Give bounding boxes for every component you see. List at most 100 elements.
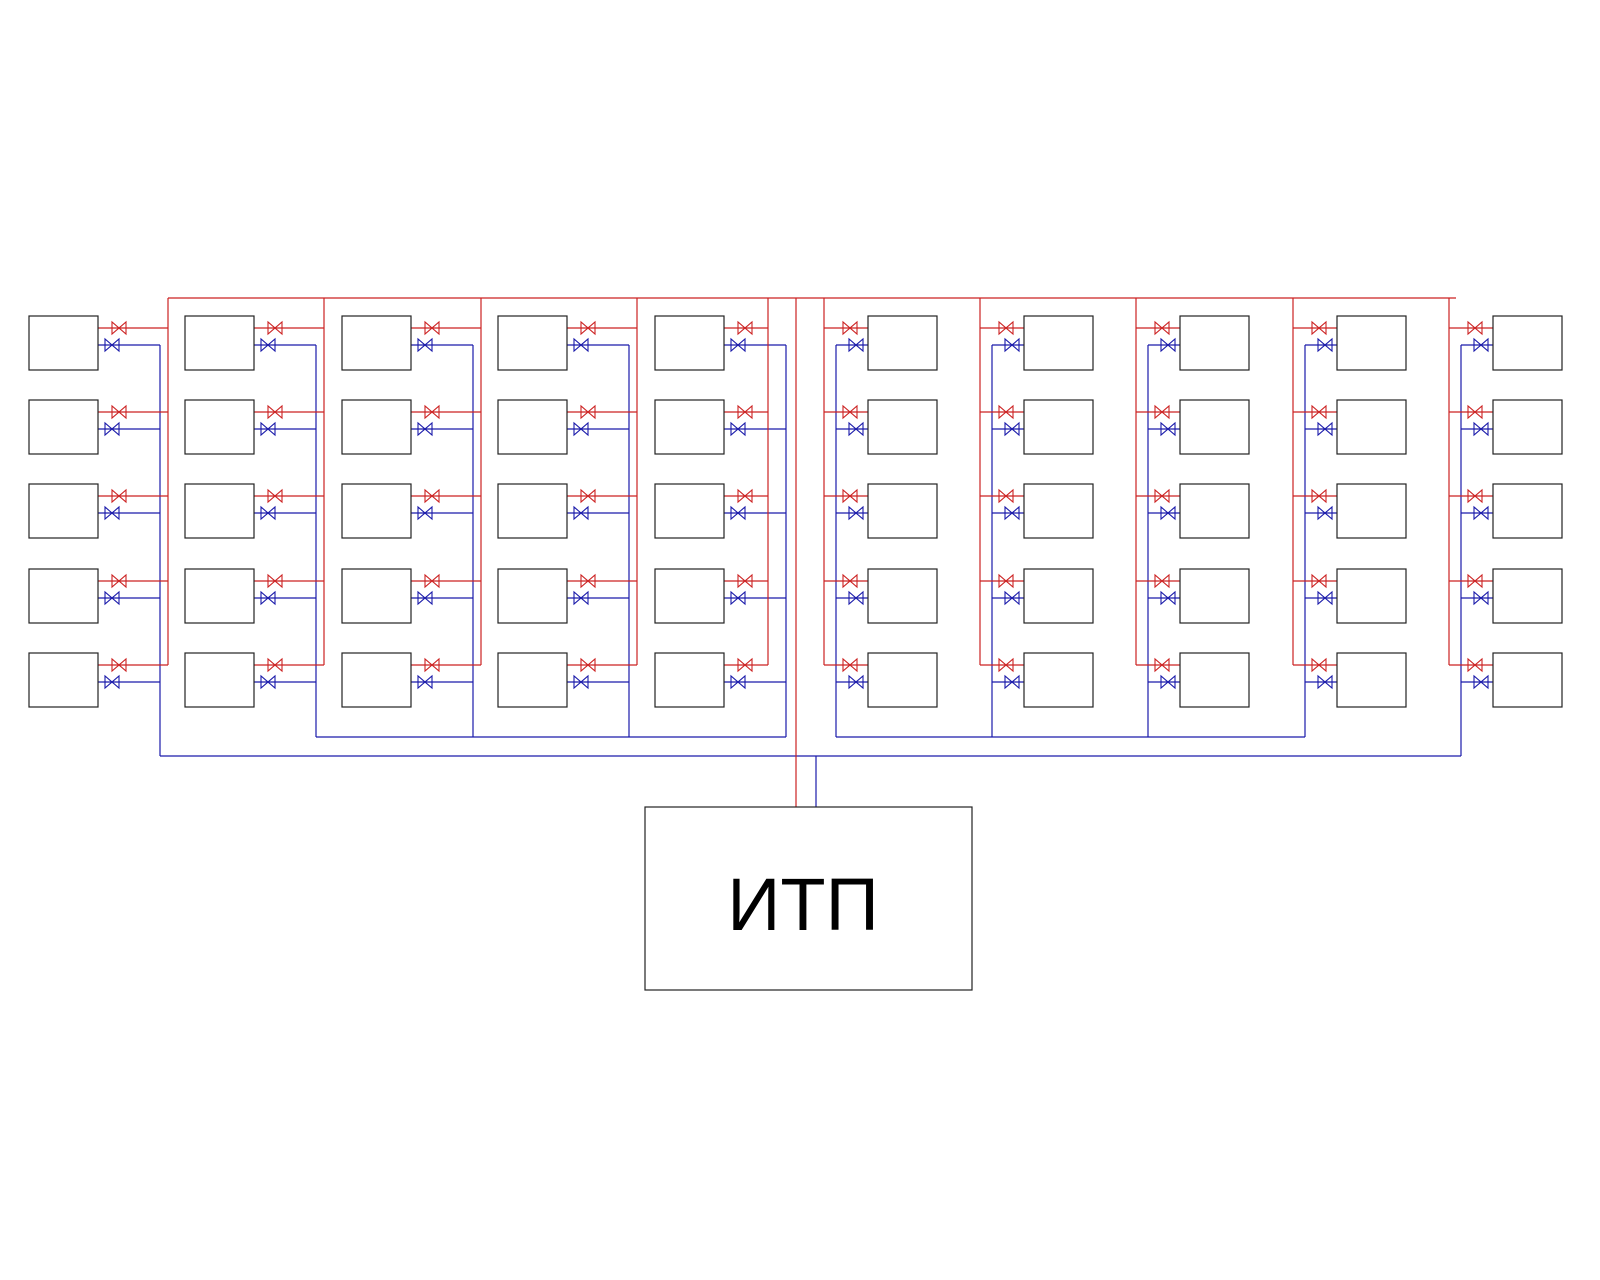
radiator — [1023, 652, 1094, 708]
radiator — [1336, 399, 1407, 455]
supply-pipes — [98, 297, 1493, 807]
supply-valve-icon — [1467, 488, 1483, 504]
supply-valve-icon — [842, 657, 858, 673]
radiator — [341, 652, 412, 708]
return-valve-icon — [260, 337, 276, 353]
radiator — [28, 483, 99, 539]
return-valve-icon — [1004, 590, 1020, 606]
return-valve-icon — [848, 337, 864, 353]
radiator — [341, 399, 412, 455]
supply-valve-icon — [1154, 488, 1170, 504]
return-valve-icon — [1160, 674, 1176, 690]
supply-valve-icon — [737, 488, 753, 504]
supply-valve-icon — [580, 657, 596, 673]
supply-valve-icon — [267, 657, 283, 673]
radiator — [654, 399, 725, 455]
radiator — [1336, 568, 1407, 624]
radiator — [654, 652, 725, 708]
supply-valve-icon — [1467, 320, 1483, 336]
itp-box — [644, 806, 973, 991]
supply-valve-icon — [998, 488, 1014, 504]
radiator — [1023, 399, 1094, 455]
supply-valve-icon — [424, 404, 440, 420]
return-valve-icon — [417, 505, 433, 521]
radiator — [497, 399, 568, 455]
supply-valve-icon — [998, 657, 1014, 673]
radiator — [1179, 568, 1250, 624]
return-valve-icon — [260, 505, 276, 521]
radiator — [1492, 652, 1563, 708]
supply-valve-icon — [424, 657, 440, 673]
supply-valve-icon — [1467, 573, 1483, 589]
supply-valve-icon — [998, 404, 1014, 420]
radiator — [1179, 315, 1250, 371]
radiator — [1336, 652, 1407, 708]
return-valve-icon — [730, 674, 746, 690]
return-valve-icon — [848, 421, 864, 437]
radiator — [867, 483, 938, 539]
supply-valve-icon — [737, 320, 753, 336]
return-valve-icon — [1160, 337, 1176, 353]
radiator — [184, 568, 255, 624]
radiator — [867, 399, 938, 455]
supply-valve-icon — [1467, 657, 1483, 673]
supply-valve-icon — [580, 404, 596, 420]
radiator — [341, 568, 412, 624]
supply-valve-icon — [111, 573, 127, 589]
radiator — [867, 652, 938, 708]
radiator — [28, 315, 99, 371]
radiator — [1336, 315, 1407, 371]
return-valve-icon — [1160, 590, 1176, 606]
radiator — [28, 399, 99, 455]
radiator — [867, 568, 938, 624]
supply-valve-icon — [1154, 657, 1170, 673]
return-valve-icon — [573, 337, 589, 353]
supply-valve-icon — [842, 320, 858, 336]
radiator — [1179, 399, 1250, 455]
return-valve-icon — [848, 590, 864, 606]
supply-valve-icon — [580, 320, 596, 336]
radiator — [1023, 568, 1094, 624]
return-valve-icon — [573, 674, 589, 690]
radiator — [654, 483, 725, 539]
return-valve-icon — [1160, 505, 1176, 521]
supply-valve-icon — [424, 488, 440, 504]
supply-valve-icon — [842, 404, 858, 420]
valves — [104, 320, 1489, 690]
return-valve-icon — [1473, 421, 1489, 437]
return-valve-icon — [417, 337, 433, 353]
return-valve-icon — [417, 590, 433, 606]
supply-valve-icon — [580, 488, 596, 504]
return-valve-icon — [104, 590, 120, 606]
radiator — [1492, 483, 1563, 539]
radiator — [1336, 483, 1407, 539]
supply-valve-icon — [111, 320, 127, 336]
return-valve-icon — [104, 421, 120, 437]
return-valve-icon — [104, 505, 120, 521]
return-valve-icon — [1160, 421, 1176, 437]
return-valve-icon — [730, 337, 746, 353]
supply-valve-icon — [424, 573, 440, 589]
return-valve-icon — [730, 590, 746, 606]
supply-valve-icon — [842, 573, 858, 589]
supply-valve-icon — [737, 573, 753, 589]
supply-valve-icon — [424, 320, 440, 336]
supply-valve-icon — [267, 488, 283, 504]
radiator — [1179, 483, 1250, 539]
return-valve-icon — [1317, 505, 1333, 521]
supply-valve-icon — [111, 657, 127, 673]
return-valve-icon — [104, 674, 120, 690]
return-valve-icon — [1004, 505, 1020, 521]
radiator — [497, 483, 568, 539]
itp-unit: ИТП — [644, 806, 973, 991]
radiator — [28, 652, 99, 708]
radiator — [184, 315, 255, 371]
return-valve-icon — [573, 505, 589, 521]
radiator — [654, 315, 725, 371]
supply-valve-icon — [842, 488, 858, 504]
return-valve-icon — [1004, 421, 1020, 437]
supply-valve-icon — [111, 404, 127, 420]
radiator — [184, 483, 255, 539]
return-valve-icon — [1317, 337, 1333, 353]
return-valve-icon — [1473, 590, 1489, 606]
